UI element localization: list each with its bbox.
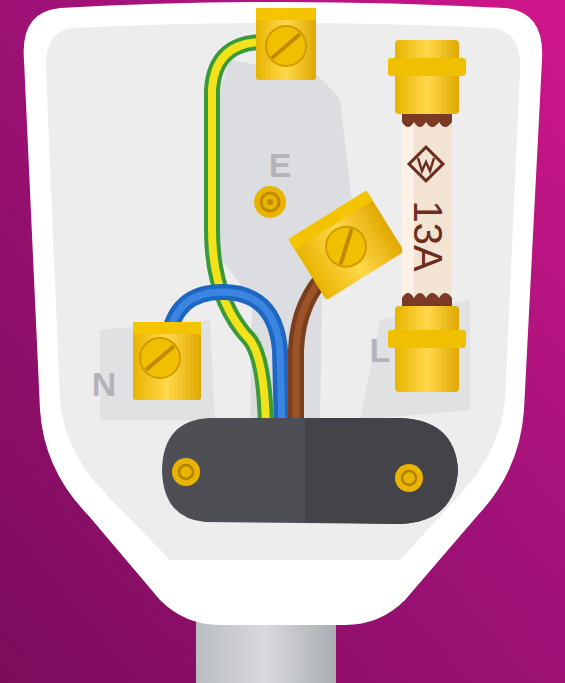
terminal-letter: L bbox=[370, 333, 391, 367]
fuse-rating: 13A bbox=[408, 200, 448, 271]
earth-pin bbox=[254, 186, 286, 218]
inner-rib bbox=[360, 300, 470, 420]
live-terminal bbox=[288, 190, 404, 300]
terminal-letter: E bbox=[269, 148, 292, 182]
plug-body bbox=[24, 2, 543, 625]
terminal-letter: N bbox=[92, 367, 117, 401]
plug-recess bbox=[46, 23, 520, 560]
neutral-terminal bbox=[133, 322, 201, 400]
earth-wire bbox=[212, 42, 268, 430]
earth-terminal bbox=[256, 8, 316, 80]
inner-rib bbox=[100, 320, 215, 420]
cable-grip bbox=[162, 418, 458, 524]
earth-wire-stripe bbox=[212, 42, 268, 430]
fuse-approval-mark bbox=[409, 147, 443, 181]
fuse bbox=[388, 40, 466, 392]
